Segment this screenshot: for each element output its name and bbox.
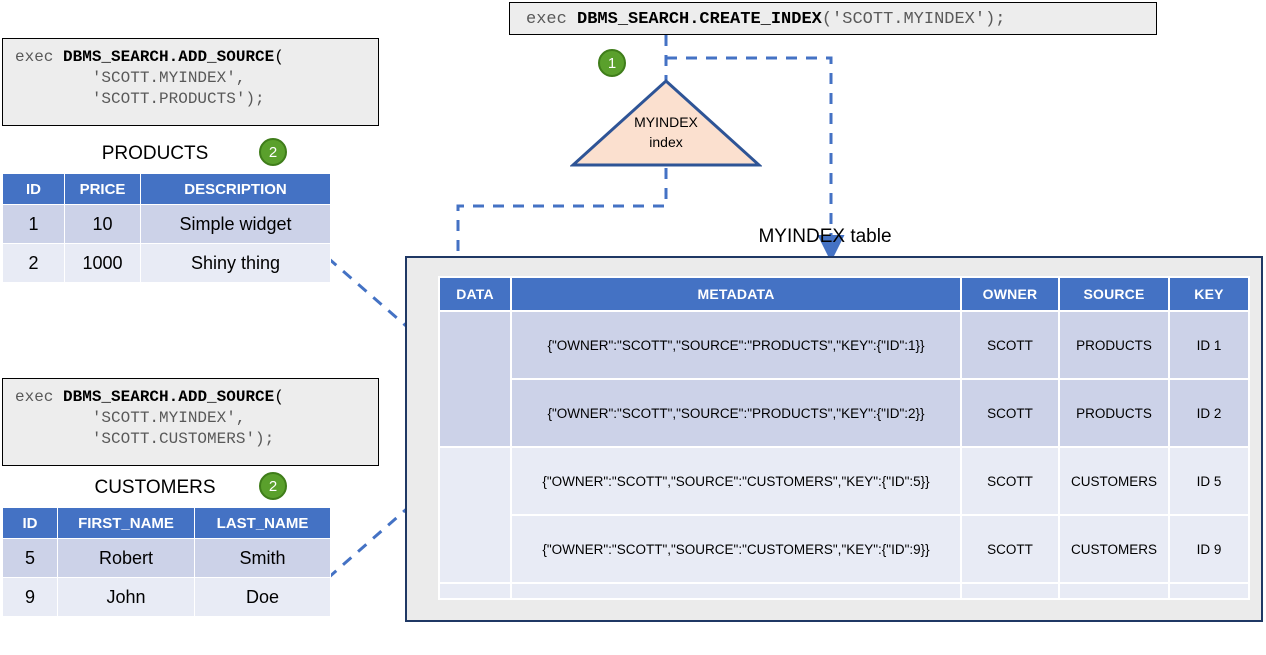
myindex-cell-owner: SCOTT	[960, 378, 1060, 448]
spacer-cell	[438, 582, 512, 600]
products-cell-price: 1000	[64, 243, 141, 283]
customers-col-first-name: FIRST_NAME	[57, 507, 195, 539]
triangle-icon	[569, 78, 763, 167]
products-col-id: ID	[2, 173, 65, 205]
products-col-price: PRICE	[64, 173, 141, 205]
myindex-cell-source: PRODUCTS	[1058, 310, 1170, 380]
customers-table-caption: CUSTOMERS	[94, 477, 216, 498]
myindex-col-metadata: METADATA	[510, 276, 962, 312]
table-row: {"OWNER":"SCOTT","SOURCE":"PRODUCTS","KE…	[438, 310, 1250, 448]
products-col-description: DESCRIPTION	[140, 173, 331, 205]
table-row-spacer	[438, 582, 1250, 600]
myindex-cell-metadata: {"OWNER":"SCOTT","SOURCE":"CUSTOMERS","K…	[510, 446, 962, 516]
myindex-cell-key: ID 5	[1168, 446, 1250, 516]
myindex-header-row: DATA METADATA OWNER SOURCE KEY	[438, 276, 1250, 312]
spacer-cell	[1058, 582, 1170, 600]
table-row: 1 10 Simple widget	[2, 204, 331, 244]
customers-cell-first-name: John	[57, 577, 195, 617]
customers-cell-first-name: Robert	[57, 538, 195, 578]
customers-col-id: ID	[2, 507, 58, 539]
myindex-col-owner: OWNER	[960, 276, 1060, 312]
table-row: 2 1000 Shiny thing	[2, 243, 331, 283]
myindex-cell-key: ID 9	[1168, 514, 1250, 584]
myindex-cell-key: ID 2	[1168, 378, 1250, 448]
step-badge-2-customers: 2	[259, 472, 287, 500]
myindex-cell-metadata: {"OWNER":"SCOTT","SOURCE":"CUSTOMERS","K…	[510, 514, 962, 584]
customers-header-row: ID FIRST_NAME LAST_NAME	[2, 507, 331, 539]
myindex-cell-key: ID 1	[1168, 310, 1250, 380]
table-row: {"OWNER":"SCOTT","SOURCE":"PRODUCTS","KE…	[439, 378, 1250, 448]
myindex-cell-source: CUSTOMERS	[1058, 514, 1170, 584]
myindex-col-source: SOURCE	[1058, 276, 1170, 312]
add-source-customers-arg2: 'SCOTT.CUSTOMERS');	[15, 430, 275, 449]
create-index-code-box: exec DBMS_SEARCH.CREATE_INDEX('SCOTT.MYI…	[509, 2, 1157, 35]
create-index-args: ('SCOTT.MYINDEX');	[821, 10, 1006, 29]
products-header-row: ID PRICE DESCRIPTION	[2, 173, 331, 205]
add-source-products-arg1: 'SCOTT.MYINDEX',	[15, 69, 246, 88]
table-row: 5 Robert Smith	[2, 538, 331, 578]
add-source-products-code-box: exec DBMS_SEARCH.ADD_SOURCE( 'SCOTT.MYIN…	[2, 38, 379, 126]
myindex-cell-owner: SCOTT	[960, 310, 1060, 380]
myindex-cell-metadata: {"OWNER":"SCOTT","SOURCE":"PRODUCTS","KE…	[510, 378, 962, 448]
myindex-cell-owner: SCOTT	[960, 446, 1060, 516]
add-source-customers-arg1: 'SCOTT.MYINDEX',	[15, 409, 246, 428]
add-source-customers-code-box: exec DBMS_SEARCH.ADD_SOURCE( 'SCOTT.MYIN…	[2, 378, 379, 466]
myindex-table: DATA METADATA OWNER SOURCE KEY {"OWNER":…	[438, 276, 1250, 600]
myindex-table-caption: MYINDEX table	[758, 226, 892, 247]
step-badge-1: 1	[598, 49, 626, 77]
table-row: 9 John Doe	[2, 577, 331, 617]
myindex-col-data: DATA	[438, 276, 512, 312]
customers-cell-id: 9	[2, 577, 58, 617]
products-cell-id: 2	[2, 243, 65, 283]
add-source-products-package: DBMS_SEARCH.ADD_SOURCE	[63, 48, 275, 66]
myindex-table-frame: DATA METADATA OWNER SOURCE KEY {"OWNER":…	[405, 256, 1263, 622]
spacer-cell	[1168, 582, 1250, 600]
customers-cell-last-name: Doe	[194, 577, 331, 617]
customers-cell-last-name: Smith	[194, 538, 331, 578]
spacer-cell	[960, 582, 1060, 600]
myindex-cell-source: PRODUCTS	[1058, 378, 1170, 448]
create-index-package: DBMS_SEARCH.CREATE_INDEX	[577, 10, 822, 29]
create-index-exec: exec	[526, 10, 578, 29]
products-table-caption: PRODUCTS	[101, 143, 209, 164]
products-cell-description: Simple widget	[140, 204, 331, 244]
myindex-cell-source: CUSTOMERS	[1058, 446, 1170, 516]
add-source-customers-package: DBMS_SEARCH.ADD_SOURCE	[63, 388, 275, 406]
products-cell-description: Shiny thing	[140, 243, 331, 283]
spacer-cell	[510, 582, 962, 600]
step-badge-2-products: 2	[259, 138, 287, 166]
customers-table: ID FIRST_NAME LAST_NAME 5 Robert Smith 9…	[2, 507, 331, 617]
add-source-products-exec: exec	[15, 48, 64, 66]
myindex-cell-metadata: {"OWNER":"SCOTT","SOURCE":"PRODUCTS","KE…	[510, 310, 962, 380]
myindex-col-key: KEY	[1168, 276, 1250, 312]
products-table: ID PRICE DESCRIPTION 1 10 Simple widget …	[2, 173, 331, 283]
add-source-products-paren: (	[274, 48, 284, 66]
table-row: {"OWNER":"SCOTT","SOURCE":"CUSTOMERS","K…	[438, 446, 1250, 584]
products-cell-price: 10	[64, 204, 141, 244]
myindex-cell-owner: SCOTT	[960, 514, 1060, 584]
products-cell-id: 1	[2, 204, 65, 244]
customers-cell-id: 5	[2, 538, 58, 578]
add-source-customers-exec: exec	[15, 388, 64, 406]
table-row: {"OWNER":"SCOTT","SOURCE":"CUSTOMERS","K…	[439, 514, 1250, 584]
myindex-cell-data	[438, 446, 512, 584]
customers-col-last-name: LAST_NAME	[194, 507, 331, 539]
myindex-index-triangle: MYINDEX index	[569, 78, 763, 168]
add-source-products-arg2: 'SCOTT.PRODUCTS');	[15, 90, 265, 109]
add-source-customers-paren: (	[274, 388, 284, 406]
myindex-cell-data	[438, 310, 512, 448]
